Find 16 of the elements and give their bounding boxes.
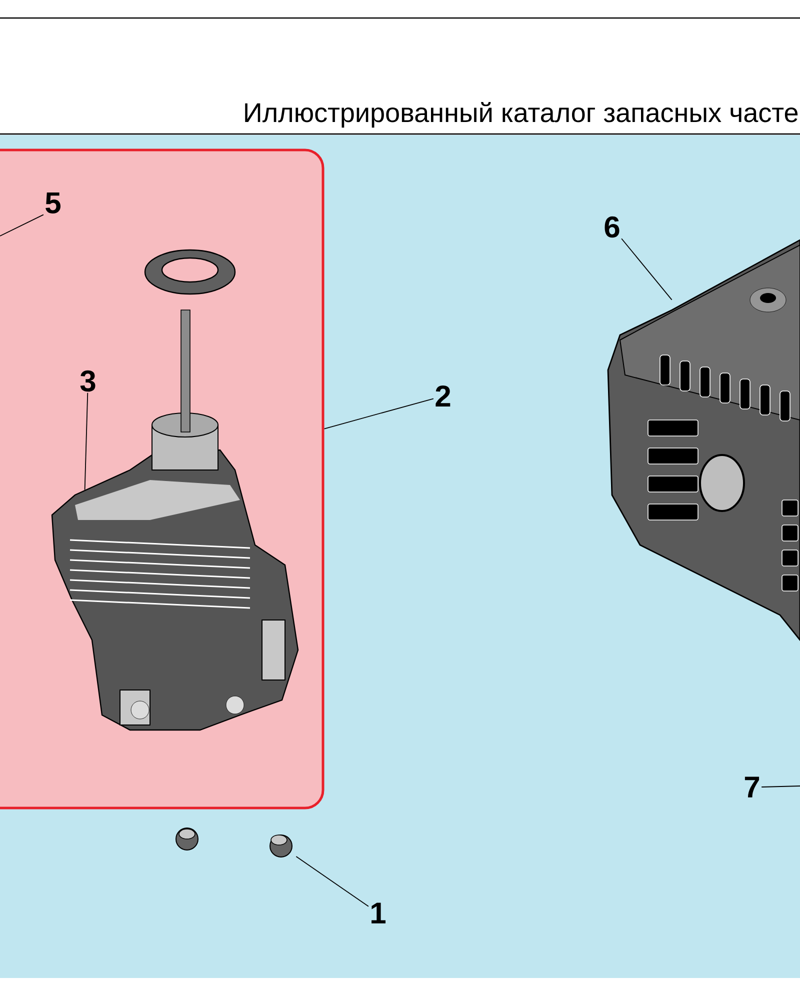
callout-number: 1: [372, 902, 386, 924]
callout-number: 5: [46, 192, 61, 214]
leader-line: [621, 238, 672, 300]
callout-number: 7: [744, 776, 760, 798]
grommet-drawing: [270, 834, 292, 858]
leader-line: [324, 398, 434, 430]
callout-number: 3: [80, 370, 96, 392]
housing-drawing: [607, 238, 800, 642]
title: Иллюстрированный каталог запасных часте: [245, 102, 798, 128]
leader-line: [761, 786, 800, 788]
callout-number: 6: [604, 216, 620, 238]
air-filter-drawing: [51, 412, 299, 731]
leader-line: [296, 856, 369, 907]
leader-line: [84, 392, 88, 490]
leader-line: [0, 214, 44, 236]
callout-number: 2: [436, 386, 450, 406]
